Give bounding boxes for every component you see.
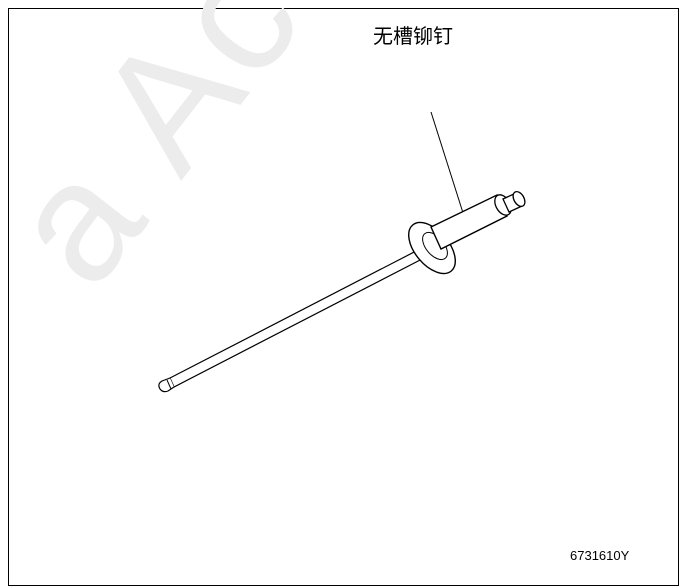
rivet-body (430, 190, 526, 250)
mandrel-shaft (158, 248, 425, 393)
rivet-label: 无槽铆钉 (373, 24, 453, 48)
figure-code: 6731610Y (570, 548, 630, 563)
leader-line (430, 111, 465, 217)
